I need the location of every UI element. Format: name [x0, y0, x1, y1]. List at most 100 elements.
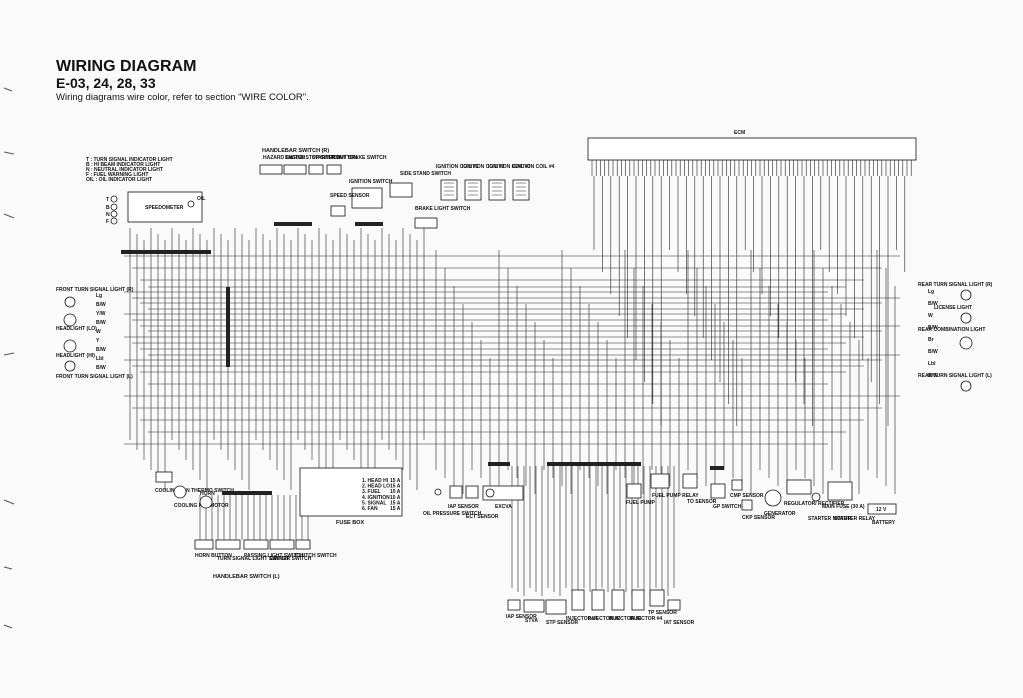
- headlight-lo-bulb-icon: [63, 313, 77, 327]
- indicator-letter-f: F: [106, 219, 109, 225]
- wire-color-label: B/W: [928, 325, 938, 331]
- wire-color-label: W: [928, 313, 933, 319]
- indicator-t-icon: [110, 195, 118, 203]
- to-sensor-label: TO SENSOR: [687, 499, 717, 505]
- coil-4-label: IGNITION COIL #4: [512, 164, 555, 170]
- fan-motor-icon: [173, 485, 187, 499]
- wire-color-label: Lg: [928, 289, 934, 295]
- oil-pressure-switch: OIL PRESSURE SWITCH: [423, 488, 482, 517]
- oil-pressure-switch-label: OIL PRESSURE SWITCH: [423, 511, 482, 517]
- starter-button-label: STARTER BUTTON: [312, 155, 358, 161]
- generator-icon: [764, 489, 782, 507]
- battery: 12 V BATTERY: [867, 503, 897, 526]
- rear-lights: REAR TURN SIGNAL LIGHT (R) LICENSE LIGHT…: [918, 282, 993, 392]
- coil-3-label: IGNITION COIL #3: [488, 164, 531, 170]
- indicator-letter-b: B: [106, 205, 110, 211]
- regulator-rectifier: REGULATOR/ RECTIFIER: [784, 479, 845, 507]
- page-subtitle: E-03, 24, 28, 33: [56, 75, 156, 91]
- fuel-pump: FUEL PUMP FUEL PUMP RELAY: [626, 473, 699, 506]
- fuse-rating: 15 A: [390, 478, 401, 484]
- main-fuse-label: MAIN FUSE (30 A): [822, 504, 865, 510]
- front-lights: FRONT TURN SIGNAL LIGHT (R) HEADLIGHT (L…: [56, 287, 134, 380]
- injector-4-label: INJECTOR #4: [630, 616, 662, 622]
- ignition-switch: IGNITION SWITCH: [349, 179, 393, 209]
- front-turn-r-bulb-icon: [64, 296, 76, 308]
- front-brake-switch-label: FRONT BRAKE SWITCH: [329, 155, 387, 161]
- gp-switch-label: GP SWITCH: [713, 504, 742, 510]
- ect-sensor-label: ECT SENSOR: [466, 514, 499, 520]
- scan-marks: [3, 87, 15, 629]
- fuse-rating: 15 A: [390, 506, 401, 512]
- rear-turn-l-bulb-icon: [960, 380, 972, 392]
- brake-light-switch-label: BRAKE LIGHT SWITCH: [415, 206, 471, 212]
- front-turn-r-label: FRONT TURN SIGNAL LIGHT (R): [56, 287, 134, 293]
- starter-motor-icon: [811, 492, 821, 502]
- horn-label: HORN: [200, 491, 215, 497]
- fuel-pump-label: FUEL PUMP: [626, 500, 655, 506]
- headlight-hi-bulb-icon: [63, 339, 77, 353]
- tp-sensor-label: TP SENSOR: [648, 610, 677, 616]
- rear-combination-label: REAR COMBINATION LIGHT: [918, 327, 985, 333]
- iap-sensor-label: IAP SENSOR: [448, 504, 479, 510]
- page-note: Wiring diagrams wire color, refer to sec…: [56, 92, 309, 103]
- indicator-letter-n: N: [106, 212, 110, 218]
- headlight-hi-label: HEADLIGHT (HI): [56, 353, 95, 359]
- wire-color-label: Y: [96, 338, 100, 344]
- iat-sensor-label: IAT SENSOR: [664, 620, 695, 626]
- indicator-n-icon: [110, 210, 118, 218]
- fuse-name: 4. IGNITION: [362, 495, 390, 501]
- dimmer-switch-label: DIMMER SWITCH: [270, 556, 312, 562]
- wire-color-label: B/W: [96, 347, 106, 353]
- fuse-name: 2. HEAD LO: [362, 484, 390, 490]
- legend-line-1: T : TURN SIGNAL INDICATOR LIGHT: [86, 157, 173, 163]
- cooling-fan: COOLING FAN THERMO SWITCH COOLING FAN MO…: [155, 471, 234, 509]
- fuse-name: 5. SIGNAL: [362, 500, 386, 506]
- ckp-sensor-label: CKP SENSOR: [742, 515, 775, 521]
- speedometer-label: SPEEDOMETER: [145, 205, 184, 211]
- rear-turn-r-label: REAR TURN SIGNAL LIGHT (R): [918, 282, 993, 288]
- fuse-name: 6. FAN: [362, 506, 378, 512]
- passing-light-switch-label: PASSING LIGHT SWITCH: [244, 553, 304, 559]
- cmp-ckp-sensors: CMP SENSOR CKP SENSOR: [730, 479, 775, 521]
- ignition-switch-label: IGNITION SWITCH: [349, 179, 393, 185]
- fuse-rating: 15 A: [390, 500, 401, 506]
- ecm-block: ECM: [587, 130, 917, 176]
- stp-sensor-label: STP SENSOR: [546, 620, 579, 626]
- fuse-rating: 15 A: [390, 484, 401, 490]
- cooling-fan-thermo-label: COOLING FAN THERMO SWITCH: [155, 488, 234, 494]
- generator: GENERATOR: [764, 489, 796, 517]
- wire-color-label: B/W: [96, 320, 106, 326]
- battery-label: BATTERY: [872, 520, 896, 526]
- handlebar-switch-r: HANDLEBAR SWITCH (R) HAZARD SWITCH ENGIN…: [259, 148, 387, 175]
- wire-color-label: B/W: [96, 302, 106, 308]
- cmp-sensor-label: CMP SENSOR: [730, 493, 764, 499]
- injector-3-label: INJECTOR #3: [609, 616, 641, 622]
- wire-color-label: Lbl: [96, 356, 104, 362]
- starter-motor: STARTER MOTOR: [808, 492, 852, 522]
- injector-1-label: INJECTOR #1: [566, 616, 598, 622]
- wire-color-label: Y/W: [96, 311, 106, 317]
- ignition-coils: IGNITION COIL #1 IGNITION COIL #2 IGNITI…: [436, 164, 555, 201]
- handlebar-switch-l-label: HANDLEBAR SWITCH (L): [213, 574, 280, 580]
- fuse-box-label: FUSE BOX: [336, 520, 364, 526]
- rear-combination-bulb-icon: [959, 336, 973, 350]
- connectors: [121, 222, 724, 495]
- coil-2-label: IGNITION COIL #2: [462, 164, 505, 170]
- handlebar-switch-l: HORN BUTTON TURN SIGNAL LIGHT SWITCH PAS…: [194, 539, 337, 580]
- rear-turn-l-label: REAR TURN SIGNAL LIGHT (L): [918, 373, 992, 379]
- wire-color-label: Lbl: [928, 361, 936, 367]
- hazard-switch-label: HAZARD SWITCH: [263, 155, 306, 161]
- oil-pressure-icon: [434, 488, 442, 496]
- wire-color-label: B/W: [928, 373, 938, 379]
- wire-harness: [124, 176, 906, 596]
- legend-line-5: OIL : OIL INDICATOR LIGHT: [86, 177, 152, 183]
- legend-line-4: F : FUEL WARNING LIGHT: [86, 172, 148, 178]
- wire-color-label: Br: [928, 337, 934, 343]
- battery-voltage: 12 V: [876, 507, 887, 513]
- iap-sensor-2-label: IAP SENSOR: [506, 614, 537, 620]
- starter-relay-label: STARTER RELAY: [834, 516, 876, 522]
- gp-switch: GP SWITCH: [710, 483, 742, 510]
